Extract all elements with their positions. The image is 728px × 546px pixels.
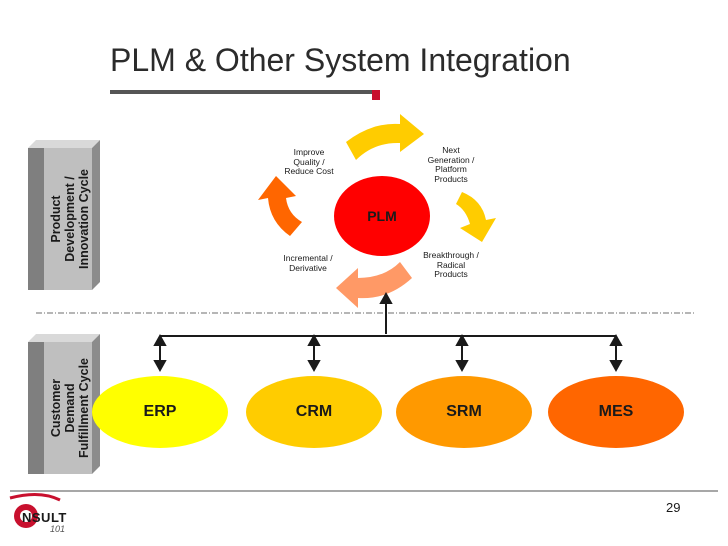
- system-crm: CRM: [246, 376, 382, 448]
- slide-title: PLM & Other System Integration: [110, 42, 571, 78]
- logo-text: O NSULT: [22, 510, 67, 525]
- footer-line: [10, 490, 718, 492]
- cycle-arrows: [258, 114, 496, 308]
- system-srm-label: SRM: [446, 403, 482, 420]
- system-crm-label: CRM: [295, 403, 333, 420]
- system-mes-label: MES: [598, 403, 634, 420]
- side-label-top-text: Product Development / Innovation Cycle: [49, 168, 91, 270]
- system-mes: MES: [548, 376, 684, 448]
- side-label-bottom: Customer Demand Fulfillment Cycle: [42, 342, 98, 474]
- system-erp-label: ERP: [143, 403, 177, 420]
- stage-breakthrough: Breakthrough / Radical Products: [423, 250, 479, 279]
- plm-node: PLM: [334, 176, 430, 256]
- stage-incremental: Incremental / Derivative: [283, 253, 333, 273]
- system-srm: SRM: [396, 376, 532, 448]
- arrow-left: [258, 176, 302, 236]
- side-box-top: [28, 140, 100, 290]
- logo-mark: [9, 493, 61, 528]
- plm-label: PLM: [367, 208, 397, 224]
- system-erp: ERP: [92, 376, 228, 448]
- arrow-right: [456, 192, 496, 242]
- title-underline: [110, 90, 372, 94]
- page-number: 29: [666, 500, 681, 515]
- title-underline-accent: [372, 90, 380, 100]
- logo-initial: O: [8, 510, 19, 525]
- logo-subtext: 101: [50, 524, 66, 534]
- arrow-bottom: [336, 262, 412, 308]
- arrow-top: [346, 114, 424, 160]
- side-label-bottom-text: Customer Demand Fulfillment Cycle: [49, 357, 91, 459]
- connectors: [153, 291, 623, 373]
- side-label-top: Product Development / Innovation Cycle: [42, 148, 98, 290]
- logo-word: NSULT: [22, 510, 67, 525]
- stage-improve: Improve Quality / Reduce Cost: [284, 147, 334, 176]
- stage-next-generation: Next Generation / Platform Products: [427, 145, 475, 184]
